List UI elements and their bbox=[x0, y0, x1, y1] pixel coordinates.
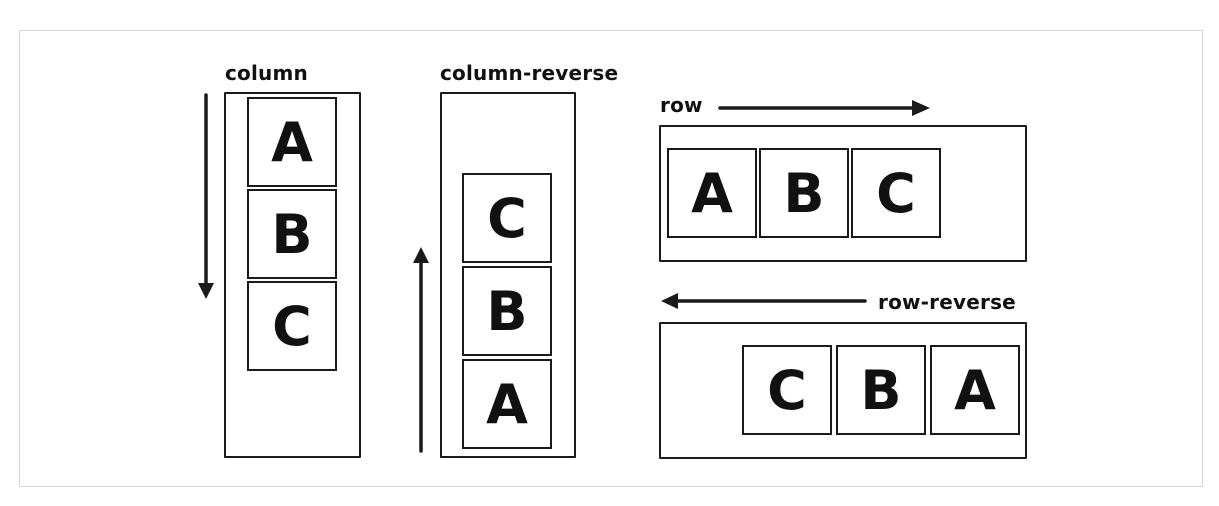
row-item-b: B bbox=[759, 148, 849, 238]
up-arrow-icon bbox=[413, 247, 429, 453]
row-reverse-container bbox=[659, 322, 1027, 459]
row-reverse-item-a: A bbox=[930, 345, 1020, 435]
column-reverse-label: column-reverse bbox=[440, 61, 619, 85]
left-arrow-icon bbox=[661, 293, 867, 309]
row-reverse-label: row-reverse bbox=[878, 290, 1016, 314]
column-label: column bbox=[225, 61, 308, 85]
row-container bbox=[659, 125, 1027, 262]
column-reverse-container bbox=[440, 92, 576, 458]
right-arrow-icon bbox=[718, 100, 930, 116]
row-item-a: A bbox=[667, 148, 757, 238]
column-item-a: A bbox=[247, 97, 337, 187]
row-label: row bbox=[660, 93, 703, 117]
row-reverse-item-b: B bbox=[836, 345, 926, 435]
row-reverse-item-c: C bbox=[742, 345, 832, 435]
column-item-b: B bbox=[247, 189, 337, 279]
column-container bbox=[224, 92, 361, 458]
down-arrow-icon bbox=[198, 93, 214, 299]
column-reverse-item-c: C bbox=[462, 173, 552, 263]
column-reverse-item-a: A bbox=[462, 359, 552, 449]
column-item-c: C bbox=[247, 281, 337, 371]
column-reverse-item-b: B bbox=[462, 266, 552, 356]
row-item-c: C bbox=[851, 148, 941, 238]
